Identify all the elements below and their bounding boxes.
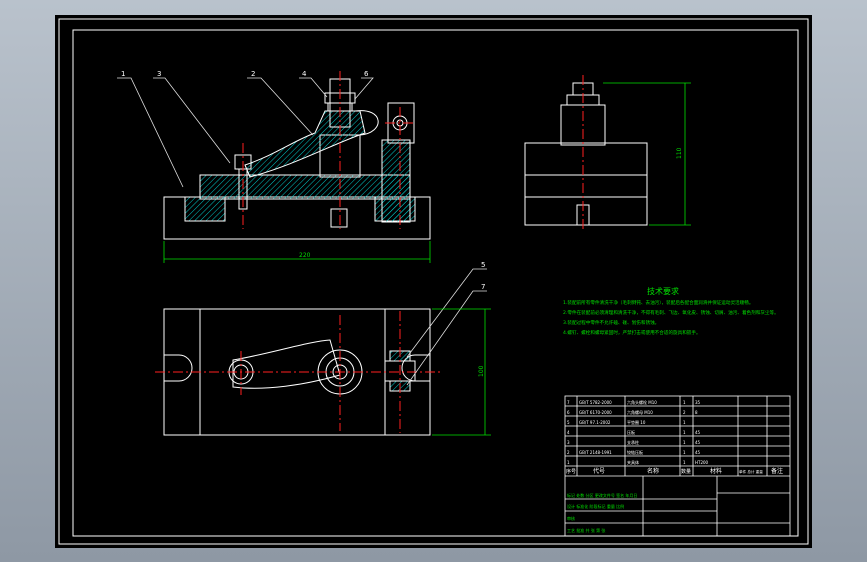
part-number-6: 6 bbox=[364, 70, 369, 78]
header-name: 名称 bbox=[647, 467, 659, 475]
clamp-arm bbox=[244, 110, 366, 178]
bom-table bbox=[564, 395, 791, 537]
title-block: 标记 处数 分区 更改文件号 签名 年月日 设计 标准化 阶段标记 重量 比例 … bbox=[567, 492, 637, 533]
bom-qty: 1 bbox=[683, 450, 686, 455]
height-dimension bbox=[603, 82, 691, 226]
bom-code: GB/T 6170-2000 bbox=[579, 410, 612, 415]
tech-line-1: 1.装配前所有零件清洗干净（毛刺倒钝、去油污），装配后各配合面润滑并保证运动灵活… bbox=[563, 299, 753, 306]
bom-name: 夹具体 bbox=[627, 459, 639, 465]
front-leaders bbox=[117, 77, 374, 188]
title-row-design: 设计 标准化 阶段标记 重量 比例 bbox=[567, 503, 624, 509]
bom-material: 8 bbox=[695, 410, 698, 415]
bom-material: 45 bbox=[695, 450, 701, 455]
title-row-review: 审核 bbox=[567, 515, 575, 521]
side-base bbox=[524, 142, 648, 226]
bom-name: 铰链压板 bbox=[627, 449, 643, 455]
header-qty: 数量 bbox=[681, 468, 691, 475]
cad-drawing: 1 3 2 4 6 220 110 bbox=[58, 18, 809, 545]
bom-code: GB/T 97.1-2002 bbox=[579, 420, 611, 425]
bom-material: 35 bbox=[695, 400, 701, 405]
bom-row-5: 5 bbox=[567, 420, 570, 425]
bom-qty: 1 bbox=[683, 440, 686, 445]
tech-line-3: 3.装配过程中零件不允许磕、碰、划伤和锈蚀。 bbox=[563, 319, 659, 326]
part-number-3: 3 bbox=[157, 70, 161, 78]
width-dimension-value: 100 bbox=[478, 365, 485, 377]
side-view bbox=[524, 82, 648, 226]
bom-row-1: 1 bbox=[567, 460, 570, 465]
bom-rows: 7 GB/T 5782-2000 六角头螺栓 M10 1 35 6 GB/T 6… bbox=[567, 399, 709, 465]
bom-material: HT200 bbox=[695, 460, 709, 465]
base-hatch bbox=[184, 196, 226, 222]
bom-qty: 1 bbox=[683, 430, 686, 435]
part-number-7: 7 bbox=[481, 283, 485, 291]
bom-code: GB/T 2148-1991 bbox=[579, 450, 612, 455]
inner-border bbox=[72, 29, 799, 537]
part-number-2: 2 bbox=[251, 70, 255, 78]
part-number-1: 1 bbox=[121, 70, 125, 78]
front-view bbox=[163, 78, 431, 240]
bom-row-4: 4 bbox=[567, 430, 570, 435]
top-centerlines bbox=[155, 311, 440, 433]
tech-requirements-title: 技术要求 bbox=[647, 286, 679, 296]
front-centerlines bbox=[242, 71, 415, 229]
bom-qty: 2 bbox=[683, 410, 686, 415]
width-dimension bbox=[432, 308, 491, 436]
tech-line-2: 2.零件在装配前必须清理和清洗干净，不得有毛刺、飞边、氧化皮、锈蚀、切屑、油污、… bbox=[563, 309, 779, 316]
body-block bbox=[199, 174, 411, 200]
outer-border bbox=[58, 18, 809, 545]
bom-name: 支承柱 bbox=[627, 439, 639, 445]
right-support bbox=[381, 139, 411, 223]
bom-row-6: 6 bbox=[567, 410, 570, 415]
length-dimension-value: 220 bbox=[299, 252, 311, 259]
bom-row-2: 2 bbox=[567, 450, 570, 455]
part-number-5: 5 bbox=[481, 261, 485, 269]
tech-line-4: 4.螺钉、螺栓和螺母紧固时，严禁打击或使用不合适的旋具和扳手。 bbox=[563, 329, 701, 336]
bom-name: 压板 bbox=[627, 429, 635, 435]
bom-qty: 1 bbox=[683, 400, 686, 405]
header-no: 序号 bbox=[566, 468, 576, 475]
part-number-4: 4 bbox=[302, 70, 307, 78]
title-row-approve: 工艺 批准 共 张 第 张 bbox=[567, 527, 605, 533]
bom-row-7: 7 bbox=[567, 400, 570, 405]
bom-material: 45 bbox=[695, 440, 701, 445]
bom-qty: 1 bbox=[683, 420, 686, 425]
bom-name: 六角螺母 M10 bbox=[627, 409, 653, 415]
bom-name: 平垫圈 10 bbox=[627, 419, 646, 425]
bom-name: 六角头螺栓 M10 bbox=[627, 399, 657, 405]
header-material: 材料 bbox=[710, 467, 722, 475]
bom-qty: 1 bbox=[683, 460, 686, 465]
bom-code: GB/T 5782-2000 bbox=[579, 400, 612, 405]
bom-material: 45 bbox=[695, 430, 701, 435]
length-dimension bbox=[163, 241, 431, 263]
header-weight: 单件 总计 重量 bbox=[739, 469, 763, 474]
top-leaders bbox=[406, 268, 487, 386]
bom-header-row: 序号 代号 名称 数量 材料 单件 总计 重量 备注 bbox=[566, 467, 783, 475]
drawing-sheet: 1 3 2 4 6 220 110 bbox=[55, 15, 812, 548]
header-code: 代号 bbox=[593, 467, 605, 475]
title-row-revision: 标记 处数 分区 更改文件号 签名 年月日 bbox=[567, 492, 637, 498]
header-remark: 备注 bbox=[771, 467, 783, 475]
height-dimension-value: 110 bbox=[676, 147, 683, 159]
bom-row-3: 3 bbox=[567, 440, 570, 445]
